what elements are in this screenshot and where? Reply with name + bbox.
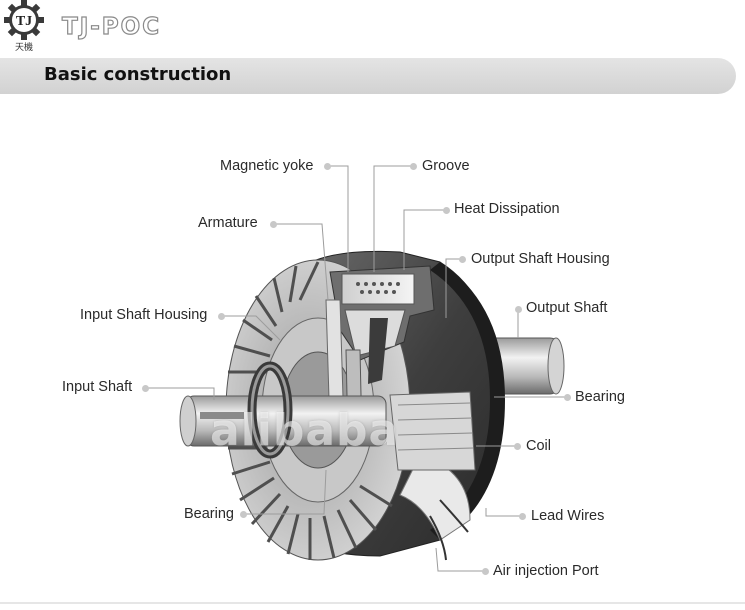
dot-icon [519, 513, 526, 520]
divider [0, 602, 745, 604]
dot-icon [459, 256, 466, 263]
input-bearing [247, 361, 293, 459]
logo-letters: TJ [16, 14, 32, 29]
dot-icon [270, 221, 277, 228]
page-title: Basic construction [44, 64, 232, 85]
dot-icon [218, 313, 225, 320]
dot-icon [240, 511, 247, 518]
gear-logo-icon: TJ 天機 [4, 0, 44, 53]
label-output-shaft: Output Shaft [526, 300, 608, 316]
label-input-shaft-housing: Input Shaft Housing [80, 307, 208, 323]
label-output-shaft-housing: Output Shaft Housing [471, 251, 610, 267]
lead-wires [429, 499, 469, 561]
label-input-shaft: Input Shaft [62, 379, 133, 395]
page-header: TJ 天機 TJ-POC [0, 0, 745, 58]
watermark: alibaba [210, 405, 400, 456]
label-armature: Armature [198, 215, 258, 231]
brand-name: TJ-POC [61, 13, 162, 40]
dot-icon [410, 163, 417, 170]
label-magnetic-yoke: Magnetic yoke [220, 158, 314, 174]
dot-icon [514, 443, 521, 450]
dot-icon [482, 568, 489, 575]
magnetic-yoke-cutaway [329, 265, 435, 384]
label-air-injection-port: Air injection Port [493, 563, 599, 579]
label-bearing-right: Bearing [575, 389, 625, 405]
label-groove: Groove [422, 158, 470, 174]
label-heat-dissipation: Heat Dissipation [454, 201, 560, 217]
dot-icon [564, 394, 571, 401]
logo-caption: 天機 [15, 41, 33, 53]
coil [389, 391, 476, 471]
label-bearing-left: Bearing [184, 506, 234, 522]
label-lead-wires: Lead Wires [531, 508, 605, 524]
section-banner: Basic construction [0, 58, 736, 94]
dot-icon [142, 385, 149, 392]
dot-icon [443, 207, 450, 214]
dot-icon [324, 163, 331, 170]
dot-icon [515, 306, 522, 313]
leader-lines [148, 165, 568, 572]
label-coil: Coil [526, 438, 551, 454]
clutch-cutaway-illustration [148, 165, 568, 572]
